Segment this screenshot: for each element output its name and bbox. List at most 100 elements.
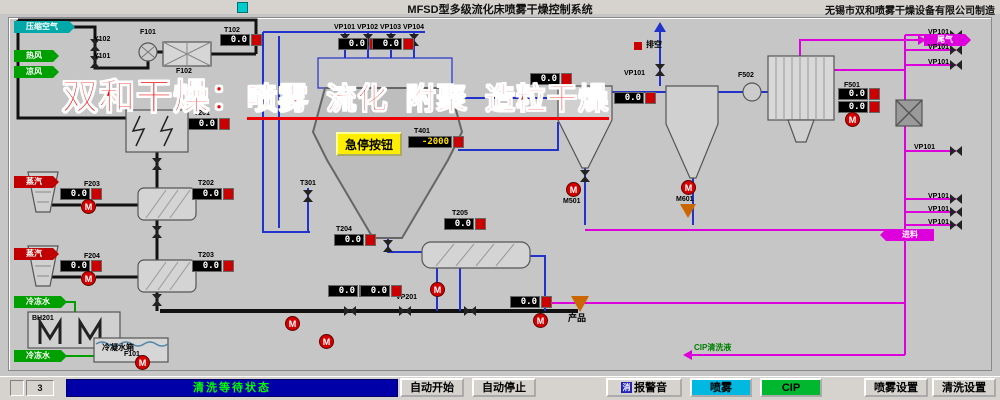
value-display: 0.0 [614,92,656,104]
value-display: 0.0 [838,88,880,100]
emergency-stop-button[interactable]: 急停按钮 [336,132,402,156]
vent-alarm-box [634,42,642,50]
product-arrow [571,296,589,312]
value-display: 0.0 [192,260,234,272]
cyclone-2 [665,85,719,179]
diagram-frame [8,17,992,371]
display-alarm-box [453,136,464,148]
tag-label: T203 [198,252,214,259]
status-message: 清洗等待状态 [66,379,398,397]
tag-label: VP101 [928,193,950,200]
pump-icon[interactable]: M [430,282,445,297]
button-label: 喷雾 [710,381,732,394]
display-alarm-box [869,101,880,113]
display-value: 0.0 [444,218,474,230]
display-alarm-box [645,92,656,104]
tag-label: CIP清洗液 [694,343,732,352]
clean-settings-button[interactable]: 清洗设置 [932,378,996,397]
drying-chamber [311,87,464,239]
flow-label: 蒸汽 [14,248,59,260]
vent-arrow [654,22,666,32]
button-label: 自动停止 [482,381,526,394]
display-value: 0.0 [192,188,222,200]
spray-settings-button[interactable]: 喷雾设置 [864,378,928,397]
tag-label: T401 [414,128,430,135]
display-value: 0.0 [838,88,868,100]
tag-label: F102 [176,68,192,75]
display-value: 0.0 [192,260,222,272]
display-value: 0.0 [328,285,358,297]
value-display: 0.0 [838,101,880,113]
mute-alarm-button[interactable]: 消报警音 [606,378,682,397]
pump-icon[interactable]: M [81,271,96,286]
flow-label: 尾气 [924,34,971,46]
value-display: 0.0 [60,260,102,272]
tailgas-arrow [918,35,926,45]
display-value: 0.0 [614,92,644,104]
pump-icon[interactable]: M [845,112,860,127]
flow-label: 压缩空气 [14,21,75,33]
tag-label: VP103 [380,24,402,31]
fluidbed-center [421,241,531,269]
pump-icon[interactable]: M [533,313,548,328]
pump-icon[interactable]: M [319,334,334,349]
flow-label: 冷冻水 [14,350,67,362]
cip-button[interactable]: CIP [760,378,822,397]
equipment [27,41,923,363]
value-display: 0.0 [510,296,552,308]
mute-icon: 消 [621,382,632,393]
tag-label: F204 [84,253,100,260]
watermark-brand: 双和干燥： [61,76,248,118]
value-display: 0.0 [192,188,234,200]
spray-button[interactable]: 喷雾 [690,378,752,397]
tag-label: F501 [844,82,860,89]
tag-label: T201 [194,110,210,117]
flow-label: 蒸汽 [14,176,59,188]
pump-icon[interactable]: M [566,182,581,197]
pump-icon[interactable]: M [285,316,300,331]
tag-label: F101 [140,29,156,36]
value-display: 0.0 [188,118,230,130]
display-value: 0.0 [372,38,402,50]
display-alarm-box [223,260,234,272]
display-alarm-box [251,34,262,46]
auto-start-button[interactable]: 自动开始 [400,378,464,397]
display-alarm-box [91,188,102,200]
tag-label: VP101 [334,24,356,31]
tag-label: 排空 [646,40,662,49]
pump-icon[interactable]: M [135,355,150,370]
fluidbed-1 [137,187,197,221]
value-display: 0.0 [220,34,262,46]
pump-icon[interactable]: M [681,180,696,195]
button-label: 自动开始 [410,381,454,394]
display-alarm-box [475,218,486,230]
pump-icon[interactable]: M [81,199,96,214]
page-title: MFSD型多级流化床喷雾干燥控制系统 [407,4,593,16]
tag-label: VP101 [914,144,936,151]
mixer-motor-icon [78,316,102,344]
air-disperser [317,57,453,89]
value-display: 0.0 [334,234,376,246]
cyclone-product-arrow [680,204,696,218]
bag-filter [767,55,835,121]
fan-f502 [742,82,762,102]
tag-label: M501 [563,198,581,205]
auto-stop-button[interactable]: 自动停止 [472,378,536,397]
display-value: 0.0 [220,34,250,46]
button-label: CIP [781,381,801,394]
display-value: 0.0 [334,234,364,246]
display-value: 0.0 [60,188,90,200]
tag-label: VP101 [624,70,646,77]
display-value: 0.0 [60,260,90,272]
value-display: 0.0 [372,38,414,50]
tag-label: VP101 [928,219,950,226]
title-bar: MFSD型多级流化床喷雾干燥控制系统 无锡市双和喷雾干燥设备有限公司制造 [0,0,1000,17]
bag-filter-cone [787,119,815,143]
tag-label: Y101 [94,53,111,60]
tag-label: T205 [452,210,468,217]
display-alarm-box [365,234,376,246]
display-alarm-box [223,188,234,200]
